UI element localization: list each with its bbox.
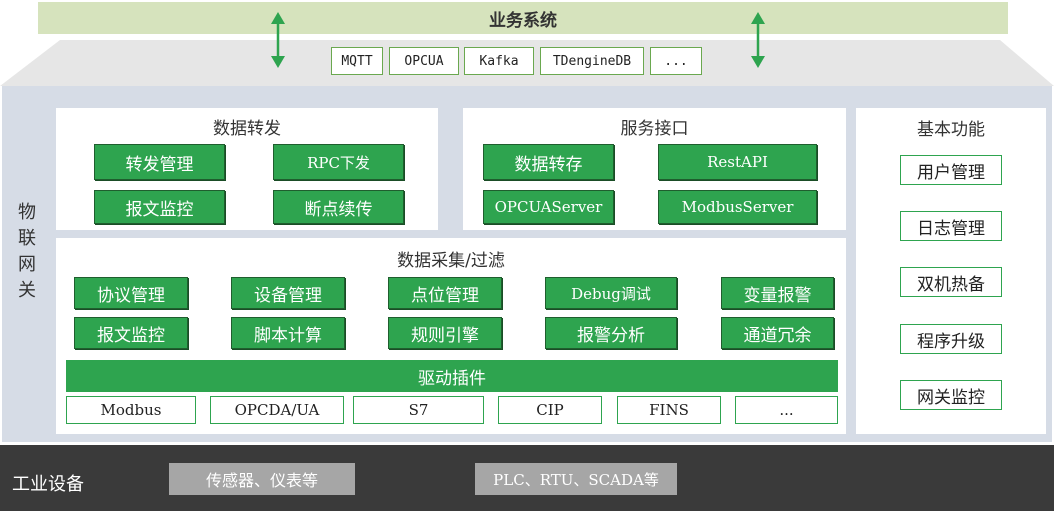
restapi-button[interactable]: RestAPI (658, 144, 817, 180)
service-interface-title: 服务接口 (620, 119, 689, 139)
bidirectional-arrow-icon (271, 12, 285, 68)
gateway-label: 物联网关 (18, 202, 36, 301)
business-system-bar: 业务系统 (38, 2, 1008, 34)
protocol-more: ... (650, 47, 702, 75)
protocol-management-button[interactable]: 协议管理 (74, 277, 188, 309)
data-collection-title: 数据采集/过滤 (397, 251, 505, 271)
industrial-equipment-label: 工业设备 (12, 474, 84, 495)
device-management-button[interactable]: 设备管理 (231, 277, 345, 309)
driver-cip[interactable]: CIP (498, 396, 602, 424)
driver-more[interactable]: ... (735, 396, 838, 424)
protocol-tdenginedb: TDengineDB (540, 47, 644, 75)
channel-redundancy-button[interactable]: 通道冗余 (721, 317, 834, 349)
program-upgrade-button[interactable]: 程序升级 (900, 324, 1002, 354)
variable-alarm-button[interactable]: 变量报警 (721, 277, 834, 309)
plc-rtu-scada-tag: PLC、RTU、SCADA等 (475, 463, 677, 495)
driver-opcda-ua[interactable]: OPCDA/UA (210, 396, 344, 424)
protocol-kafka: Kafka (464, 47, 534, 75)
sensors-instruments-tag: 传感器、仪表等 (169, 463, 355, 495)
rpc-dispatch-button[interactable]: RPC下发 (273, 144, 404, 180)
protocol-mqtt: MQTT (331, 47, 383, 75)
log-management-button[interactable]: 日志管理 (900, 211, 1002, 241)
opcua-server-button[interactable]: OPCUAServer (483, 190, 614, 224)
data-forwarding-title: 数据转发 (213, 119, 281, 139)
script-calculation-button[interactable]: 脚本计算 (231, 317, 345, 349)
forward-management-button[interactable]: 转发管理 (94, 144, 225, 180)
data-storage-button[interactable]: 数据转存 (483, 144, 614, 180)
breakpoint-resume-button[interactable]: 断点续传 (273, 190, 404, 224)
point-management-button[interactable]: 点位管理 (388, 277, 502, 309)
driver-plugins-bar: 驱动插件 (66, 360, 838, 392)
business-system-title: 业务系统 (489, 10, 557, 31)
modbus-server-button[interactable]: ModbusServer (658, 190, 817, 224)
rule-engine-button[interactable]: 规则引擎 (388, 317, 502, 349)
hot-standby-button[interactable]: 双机热备 (900, 267, 1002, 297)
driver-fins[interactable]: FINS (617, 396, 721, 424)
gateway-monitor-button[interactable]: 网关监控 (900, 380, 1002, 410)
debug-button[interactable]: Debug调试 (545, 277, 677, 309)
alarm-analysis-button[interactable]: 报警分析 (545, 317, 677, 349)
basic-functions-title: 基本功能 (917, 120, 985, 140)
message-monitor-button[interactable]: 报文监控 (94, 190, 225, 224)
protocol-opcua: OPCUA (389, 47, 459, 75)
driver-s7[interactable]: S7 (353, 396, 484, 424)
message-monitor-button[interactable]: 报文监控 (74, 317, 188, 349)
driver-modbus[interactable]: Modbus (66, 396, 196, 424)
bidirectional-arrow-icon (751, 12, 765, 68)
user-management-button[interactable]: 用户管理 (900, 155, 1002, 185)
